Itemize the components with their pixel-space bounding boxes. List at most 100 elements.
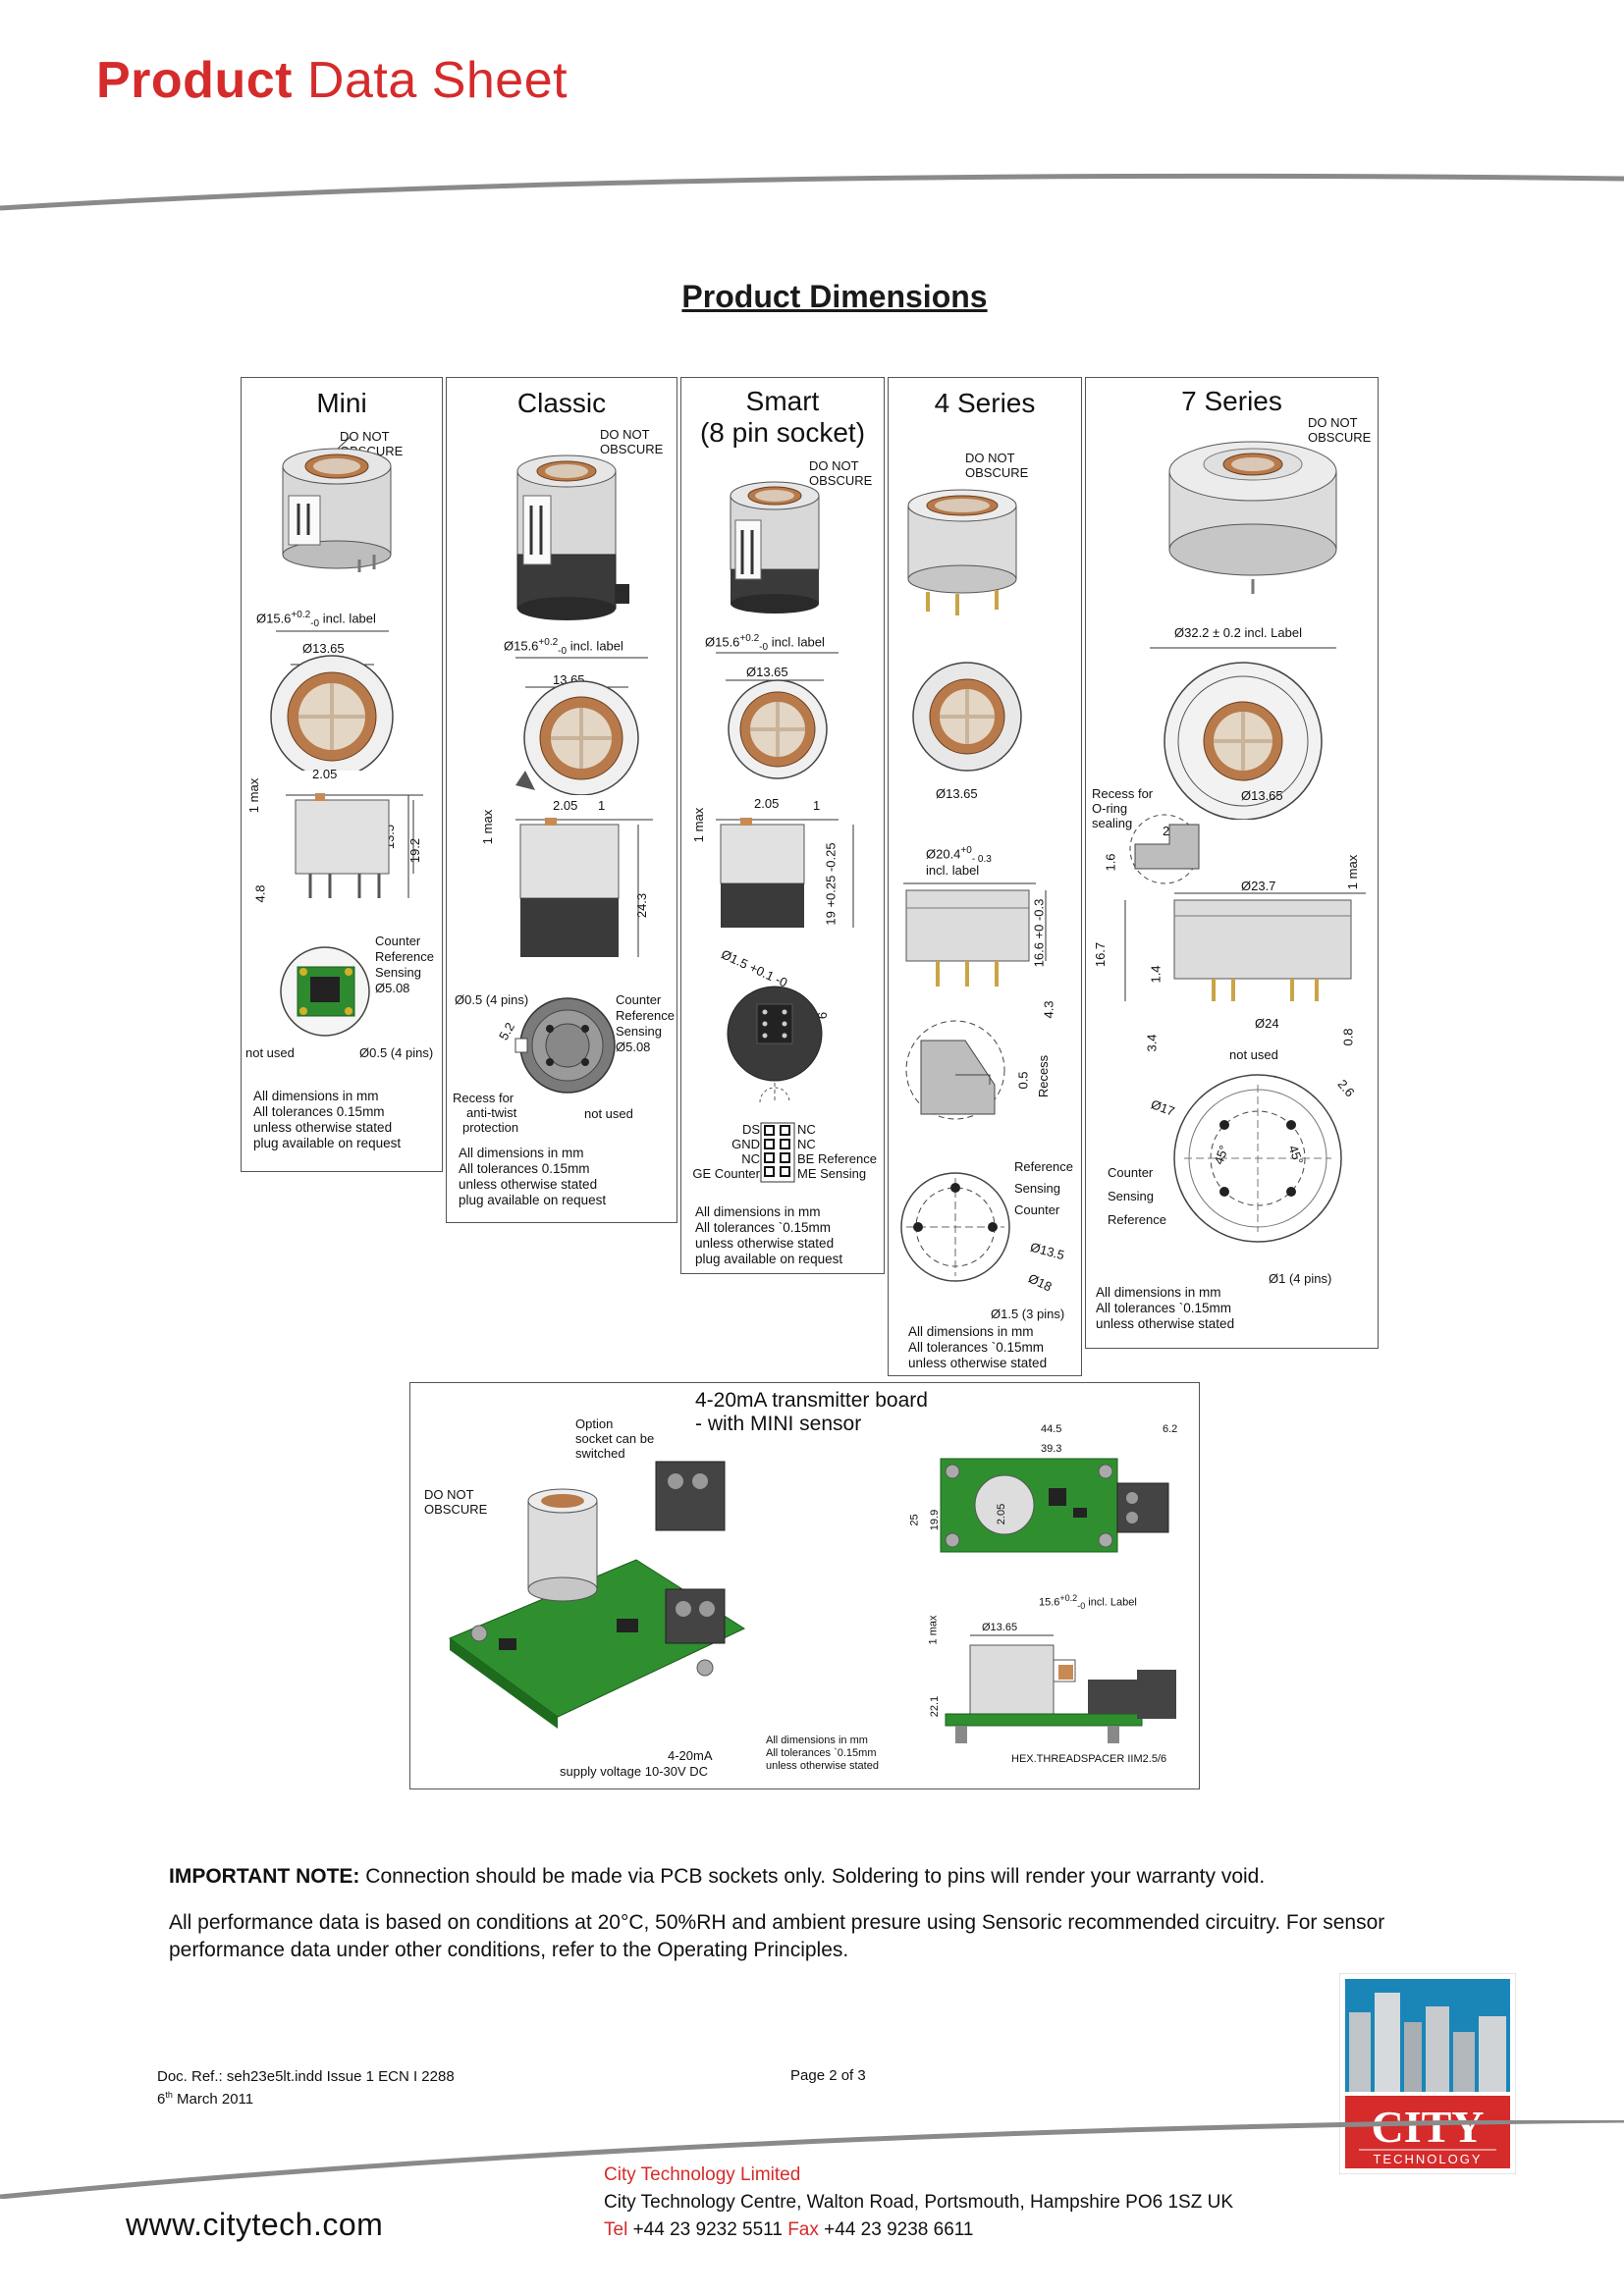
four-dim-166: 16.6 +0 -0.3: [1031, 898, 1047, 968]
mini-top-view: [270, 630, 394, 771]
transmitter-out-420: 4-20mA: [668, 1748, 713, 1763]
transmitter-subtitle: - with MINI sensor: [695, 1413, 862, 1435]
classic-not-used: not used: [584, 1106, 633, 1121]
seven-pin-counter: Counter: [1108, 1165, 1154, 1180]
seven-dim-1max: 1 max: [1345, 854, 1361, 890]
four-dim-05: 0.5: [1015, 1071, 1031, 1090]
panel-7-series-title: 7 Series: [1181, 386, 1282, 416]
mini-sensor-3d: [282, 437, 392, 572]
four-bottom-view: [900, 1172, 1010, 1282]
mini-not-used: not used: [245, 1045, 295, 1060]
seven-dim-2: 2: [1163, 824, 1170, 838]
classic-pin-508: Ø5.08: [616, 1040, 651, 1054]
panel-transmitter-board: 4-20mA transmitter board - with MINI sen…: [409, 1382, 1200, 1789]
four-dim-135: Ø13.5: [1028, 1239, 1066, 1263]
header-swoosh: [0, 173, 1624, 211]
smart-dim-1max: 1 max: [691, 807, 707, 843]
seven-dim-14: 1.4: [1148, 965, 1164, 984]
mini-dim-1max: 1 max: [246, 777, 262, 814]
seven-sensor-3d: [1168, 441, 1337, 594]
seven-dim-08: 0.8: [1340, 1028, 1356, 1046]
smart-sensor-3d: [730, 481, 820, 614]
mini-pin-sensing: Sensing: [375, 965, 421, 980]
seven-pin-reference: Reference: [1108, 1212, 1166, 1227]
mini-pins: Ø0.5 (4 pins): [359, 1045, 434, 1060]
website-link[interactable]: www.citytech.com: [126, 2207, 384, 2242]
transmitter-board-top: [940, 1458, 1169, 1553]
smart-dim-205: 2.05: [754, 796, 780, 811]
transmitter-dim-25: 25: [908, 1514, 921, 1526]
seven-side-view: [1124, 892, 1366, 1001]
header-title-rest: Data Sheet: [306, 52, 568, 109]
seven-dim-24: Ø24: [1255, 1016, 1279, 1031]
classic-pin-reference: Reference: [616, 1008, 675, 1023]
footer-doc-ref-text: Doc. Ref.: seh23e5lt.indd Issue 1 ECN I …: [157, 2068, 455, 2085]
smart-side-view: [716, 818, 854, 928]
four-recess-detail: [905, 1020, 1005, 1120]
panel-4-series-title: 4 Series: [934, 388, 1036, 418]
transmitter-board-side: [945, 1634, 1176, 1743]
company-address: City Technology Centre, Walton Road, Por…: [604, 2192, 1233, 2213]
transmitter-dim-445: 44.5: [1041, 1423, 1062, 1435]
four-recess: Recess: [1036, 1054, 1052, 1098]
four-dim-204: Ø20.4+0- 0.3: [926, 845, 992, 865]
seven-pin-sensing: Sensing: [1108, 1189, 1154, 1203]
page-header-title: Product Data Sheet: [96, 51, 568, 110]
logo-sub: TECHNOLOGY: [1373, 2152, 1482, 2166]
transmitter-spacer: HEX.THREADSPACER IIM2.5/6: [1011, 1753, 1167, 1765]
section-title: Product Dimensions: [681, 279, 988, 314]
four-pins: Ø1.5 (3 pins): [991, 1307, 1065, 1321]
smart-dim-dia: Ø15.6+0.2-0 incl. label: [705, 633, 825, 653]
classic-dim-1: 1: [598, 798, 606, 813]
smart-dim-inner: Ø13.65: [746, 665, 788, 679]
seven-dim-167: 16.7: [1093, 941, 1109, 968]
transmitter-dim-62: 6.2: [1163, 1423, 1178, 1435]
transmitter-supply: supply voltage 10-30V DC: [560, 1764, 709, 1779]
mini-dim-inner: Ø13.65: [302, 641, 345, 656]
classic-pin-counter: Counter: [616, 992, 662, 1007]
four-sensor-3d: [907, 489, 1017, 615]
classic-dim-205: 2.05: [553, 798, 578, 813]
mini-pin-reference: Reference: [375, 949, 434, 964]
seven-top-view: [1150, 647, 1336, 820]
four-incl-label: incl. label: [926, 863, 980, 878]
transmitter-dim-1365: Ø13.65: [982, 1622, 1018, 1633]
seven-dim-34: 3.4: [1144, 1034, 1160, 1052]
classic-bottom-view: [514, 997, 616, 1094]
header-title-bold: Product: [96, 52, 293, 109]
important-note: IMPORTANT NOTE: Connection should be mad…: [169, 1865, 1265, 1889]
classic-dim-dia: Ø15.6+0.2-0 incl. label: [504, 637, 623, 657]
city-technology-logo: CITY TECHNOLOGY: [1339, 1973, 1516, 2174]
transmitter-dim-393: 39.3: [1041, 1443, 1062, 1455]
seven-dim-237: Ø23.7: [1241, 879, 1276, 893]
logo-name: CITY: [1371, 2102, 1484, 2152]
footer-doc-ref: Doc. Ref.: seh23e5lt.indd Issue 1 ECN I …: [157, 2067, 455, 2109]
four-side-view: [903, 882, 1047, 987]
four-top-view: [912, 662, 1022, 772]
smart-pin-grid: [760, 1122, 795, 1183]
seven-dim-16: 1.6: [1103, 853, 1118, 872]
footer-date: 6th March 2011: [157, 2090, 254, 2108]
four-pin-sensing: Sensing: [1014, 1181, 1060, 1196]
performance-note: All performance data is based on conditi…: [169, 1911, 1385, 1961]
transmitter-board-3d: [448, 1461, 746, 1729]
mini-dim-dia: Ø15.6+0.2-0 incl. label: [256, 610, 376, 629]
smart-dim-1: 1: [813, 798, 821, 813]
mini-pin-counter: Counter: [375, 934, 421, 948]
seven-oring-detail: [1129, 814, 1200, 884]
footer-page-number: Page 2 of 3: [790, 2067, 866, 2084]
